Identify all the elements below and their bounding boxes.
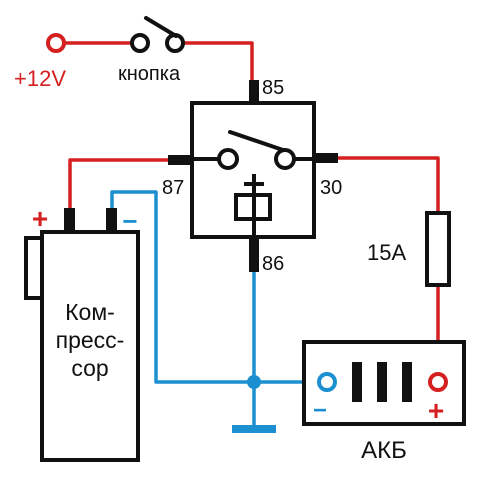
battery-cell-2 — [377, 362, 387, 402]
relay — [168, 80, 338, 272]
pin87-label: 87 — [162, 177, 184, 199]
ground-symbol — [232, 425, 276, 433]
button-switch — [130, 16, 185, 53]
relay-pin-87 — [168, 155, 193, 165]
fuse — [425, 211, 451, 287]
button-lever — [144, 16, 178, 38]
relay-contact-right — [274, 148, 296, 170]
compressor-minus-terminal — [106, 208, 117, 234]
battery-label: АКБ — [361, 437, 407, 464]
compressor-plus-sign: + — [32, 203, 48, 234]
relay-contact-arm — [228, 130, 285, 152]
ground-junction — [247, 375, 261, 389]
wire-compressor-minus — [110, 190, 320, 384]
battery-cell-1 — [352, 362, 362, 402]
compressor-label-line1: Ком- — [65, 299, 115, 325]
wire-pin30-to-fuse — [334, 156, 440, 215]
pin85-label: 85 — [262, 77, 284, 99]
battery-plus-sign: + — [428, 395, 444, 426]
compressor-label-line2: пресс- — [56, 327, 125, 353]
wire-button-to-pin85 — [170, 41, 254, 82]
relay-pin-85 — [249, 80, 259, 104]
button-label: кнопка — [118, 63, 181, 85]
battery-plus-terminal — [428, 372, 448, 392]
compressor — [24, 208, 140, 462]
relay-pin-30 — [313, 153, 338, 163]
battery-minus-sign: − — [313, 397, 327, 424]
pin86-label: 86 — [262, 253, 284, 275]
compressor-label-line3: сор — [71, 355, 108, 381]
supply-label: +12V — [14, 66, 66, 91]
negative-wires — [110, 190, 320, 430]
compressor-body — [40, 230, 140, 462]
supply-terminal — [46, 33, 66, 53]
positive-wires — [64, 41, 440, 374]
compressor-minus-sign: − — [122, 206, 137, 236]
battery-cell-3 — [402, 362, 412, 402]
relay-pin-86 — [249, 236, 259, 272]
fuse-label: 15A — [367, 240, 406, 265]
battery-minus-terminal — [317, 372, 337, 392]
battery — [302, 340, 466, 426]
relay-contact-left — [217, 148, 239, 170]
button-contact-left — [130, 33, 150, 53]
wire-pin87-to-compressor — [68, 158, 170, 234]
compressor-plus-terminal — [64, 208, 75, 234]
compressor-side-bracket — [24, 236, 44, 300]
pin30-label: 30 — [320, 177, 342, 199]
